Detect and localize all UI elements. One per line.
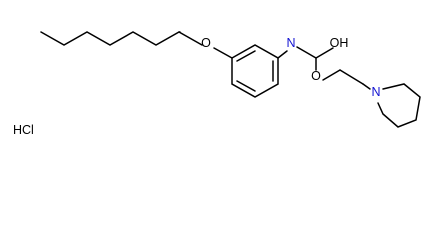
ether-oxygen-label: O (201, 36, 211, 50)
hydroxyl-label: OH (330, 36, 349, 50)
carbonyl-carbon-hydroxyl-bond (315, 47, 334, 59)
piperidine-ring-outline (377, 83, 421, 128)
ether-oxygen-ring-bond (213, 47, 233, 59)
amide-nitrogen-carbon-bond (296, 46, 317, 59)
benzene-ring (231, 44, 279, 98)
nonyl-chain (40, 31, 203, 46)
chemical-structure-diagram: O N H OH O N HCl (13, 31, 421, 137)
alkyl-chain-bonds (40, 31, 203, 46)
ester-oxygen-ethyl-bond (322, 69, 341, 81)
amide-nitrogen-label: N (286, 36, 295, 50)
ring-amide-nitrogen-bond (277, 50, 288, 59)
ring-double-bond-3 (236, 80, 256, 92)
piperidine-nitrogen-label: N (371, 85, 380, 99)
ring-double-bond-1 (236, 50, 256, 62)
ethyl-bond (339, 69, 364, 85)
piperidine-ring (377, 83, 421, 128)
ester-oxygen-label: O (311, 69, 321, 83)
hydrochloride-salt-label: HCl (13, 123, 34, 137)
ethyl-piperidine-nitrogen-bond (362, 83, 371, 90)
benzene-ring-outline (231, 44, 279, 98)
